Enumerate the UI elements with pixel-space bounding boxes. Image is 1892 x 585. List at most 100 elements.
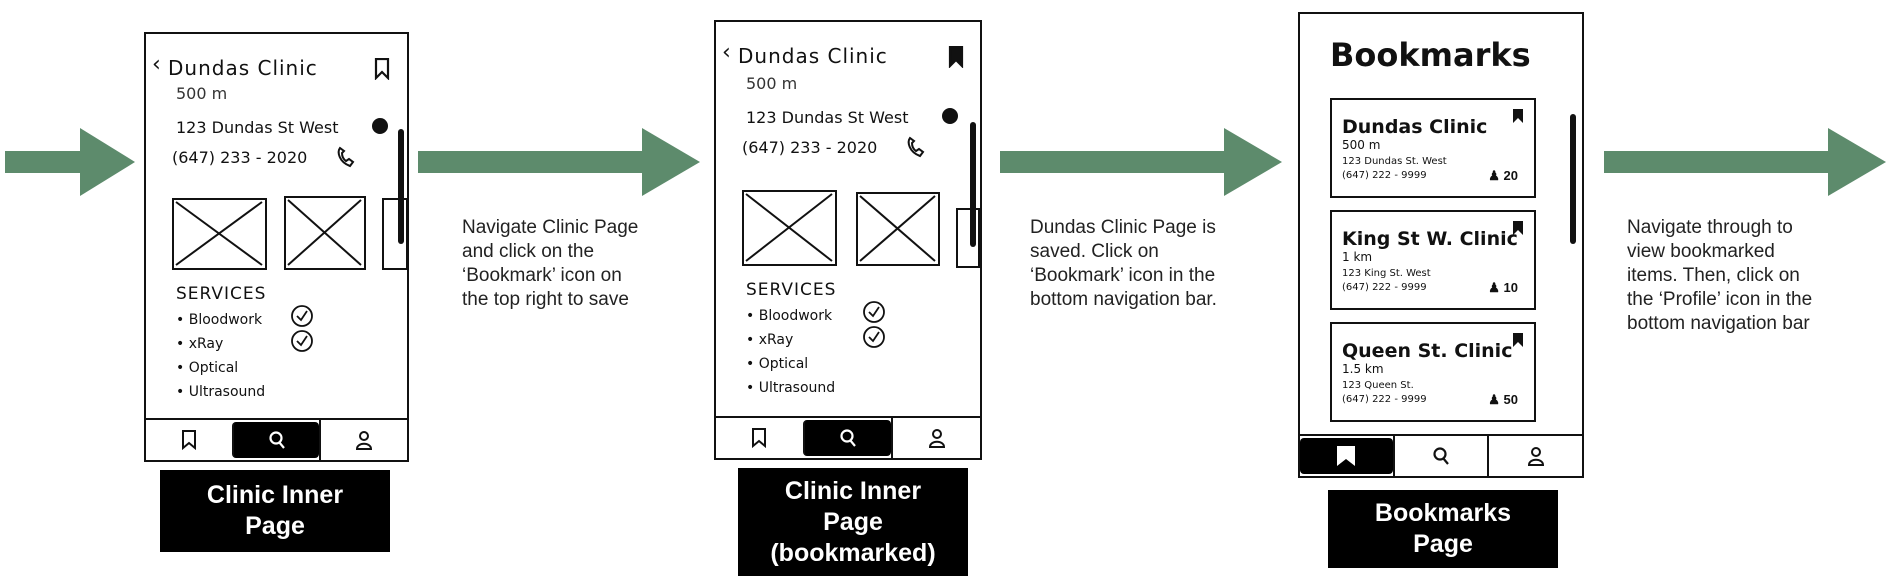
clinic-inner-page-bookmarked-wireframe: ‹ Dundas Clinic 500 m 123 Dundas St West…	[714, 20, 982, 460]
bottom-nav-bar	[146, 418, 407, 460]
bookmark-icon[interactable]	[374, 57, 390, 85]
card-address: 123 Queen St.	[1342, 380, 1414, 391]
scrollbar[interactable]	[1570, 114, 1576, 244]
bookmark-icon[interactable]	[1512, 332, 1524, 353]
bookmark-card[interactable]: King St W. Clinic 1 km 123 King St. West…	[1330, 210, 1536, 310]
profile-icon[interactable]	[354, 430, 374, 450]
card-phone: (647) 222 - 9999	[1342, 170, 1427, 181]
caption-line: bottom navigation bar.	[1030, 289, 1217, 310]
nav-search-tab[interactable]	[231, 422, 320, 458]
bookmark-icon[interactable]	[1512, 220, 1524, 241]
profile-icon[interactable]	[927, 428, 947, 448]
card-phone: (647) 222 - 9999	[1342, 282, 1427, 293]
card-address: 123 King St. West	[1342, 268, 1431, 279]
card-clinic-name: Queen St. Clinic	[1342, 340, 1513, 362]
service-item: • Bloodwork	[176, 312, 263, 328]
bookmarks-page-wireframe: Bookmarks Dundas Clinic 500 m 123 Dundas…	[1298, 12, 1584, 478]
phone-icon[interactable]	[906, 136, 926, 163]
service-item: • Optical	[746, 356, 809, 372]
card-clinic-name: King St W. Clinic	[1342, 228, 1518, 250]
clinic-phone: (647) 233 - 2020	[172, 148, 308, 167]
step-caption-2: Dundas Clinic Page is saved. Click on ‘B…	[1030, 216, 1217, 312]
nav-bookmarks-tab[interactable]	[1300, 438, 1393, 474]
service-item: • Ultrasound	[746, 380, 836, 396]
caption-line: view bookmarked	[1627, 241, 1775, 262]
nav-profile-tab[interactable]	[891, 418, 980, 458]
label-line: Bookmarks	[1374, 499, 1512, 527]
flow-arrow-2	[418, 128, 700, 196]
bookmark-icon[interactable]	[1335, 444, 1357, 468]
search-icon[interactable]	[1431, 446, 1451, 466]
check-icon	[290, 329, 314, 358]
label-line: Page	[245, 512, 305, 540]
caption-line: bottom navigation bar	[1627, 313, 1810, 334]
clinic-name: Dundas Clinic	[168, 56, 318, 80]
nav-search-tab[interactable]	[802, 420, 892, 456]
image-placeholder-1	[172, 198, 267, 270]
caption-line: ‘Bookmark’ icon in the	[1030, 265, 1216, 286]
service-item: • Bloodwork	[746, 308, 833, 324]
image-placeholder-2	[856, 192, 940, 266]
card-clinic-name: Dundas Clinic	[1342, 116, 1488, 138]
label-line: Page	[823, 507, 883, 536]
clinic-inner-page-wireframe: ‹ Dundas Clinic 500 m 123 Dundas St West…	[144, 32, 409, 462]
search-icon[interactable]	[838, 428, 858, 448]
bottom-nav-bar	[716, 416, 980, 458]
check-icon	[290, 304, 314, 333]
bookmark-card[interactable]: Dundas Clinic 500 m 123 Dundas St. West …	[1330, 98, 1536, 198]
screen-label-clinic-inner: Clinic Inner Page	[160, 470, 390, 552]
phone-icon[interactable]	[336, 146, 356, 173]
bookmark-icon[interactable]	[751, 428, 767, 448]
clinic-name: Dundas Clinic	[738, 44, 888, 68]
profile-icon[interactable]	[1526, 446, 1546, 466]
clinic-distance: 500 m	[746, 74, 798, 93]
services-heading: SERVICES	[746, 280, 837, 300]
bottom-nav-bar	[1300, 434, 1582, 476]
image-placeholder-3	[382, 198, 408, 270]
service-item: • xRay	[176, 336, 224, 352]
search-icon[interactable]	[267, 430, 287, 450]
card-count: ♟ 20	[1488, 168, 1518, 183]
flow-arrow-4	[1604, 128, 1886, 196]
person-icon: ♟	[1488, 280, 1500, 295]
nav-search-tab[interactable]	[1392, 436, 1488, 476]
scrollbar[interactable]	[398, 129, 404, 244]
scrollbar[interactable]	[970, 122, 976, 247]
info-icon[interactable]	[940, 106, 960, 131]
nav-profile-tab[interactable]	[319, 420, 407, 460]
bookmark-icon[interactable]	[948, 45, 964, 73]
check-icon	[862, 300, 886, 329]
card-count: ♟ 50	[1488, 392, 1518, 407]
bookmark-icon[interactable]	[1512, 108, 1524, 129]
flow-arrow-3	[1000, 128, 1282, 196]
caption-line: the top right to save	[462, 289, 629, 310]
caption-line: Navigate through to	[1627, 217, 1793, 238]
step-caption-1: Navigate Clinic Page and click on the ‘B…	[462, 216, 638, 312]
service-item: • Ultrasound	[176, 384, 266, 400]
services-heading: SERVICES	[176, 284, 267, 304]
label-line: Clinic Inner	[206, 481, 344, 509]
card-distance: 1.5 km	[1342, 362, 1384, 376]
card-count: ♟ 10	[1488, 280, 1518, 295]
nav-bookmarks-tab[interactable]	[146, 420, 232, 460]
caption-line: and click on the	[462, 241, 595, 262]
back-chevron-icon[interactable]: ‹	[722, 40, 731, 65]
label-line: Page	[1413, 530, 1473, 558]
image-placeholder-3	[956, 208, 980, 268]
label-line: Clinic Inner	[784, 476, 922, 505]
step-caption-3: Navigate through to view bookmarked item…	[1627, 216, 1812, 336]
image-placeholder-1	[742, 190, 837, 266]
nav-profile-tab[interactable]	[1487, 436, 1582, 476]
bookmark-icon[interactable]	[181, 430, 197, 450]
card-distance: 500 m	[1342, 138, 1381, 152]
person-icon: ♟	[1488, 168, 1500, 183]
screen-label-bookmarks: Bookmarks Page	[1328, 490, 1558, 568]
info-icon[interactable]	[370, 116, 390, 141]
bookmark-card[interactable]: Queen St. Clinic 1.5 km 123 Queen St. (6…	[1330, 322, 1536, 422]
card-distance: 1 km	[1342, 250, 1373, 264]
clinic-distance: 500 m	[176, 84, 228, 103]
back-chevron-icon[interactable]: ‹	[152, 52, 161, 77]
bookmarks-title: Bookmarks	[1330, 36, 1531, 74]
caption-line: the ‘Profile’ icon in the	[1627, 289, 1813, 310]
nav-bookmarks-tab[interactable]	[716, 418, 803, 458]
